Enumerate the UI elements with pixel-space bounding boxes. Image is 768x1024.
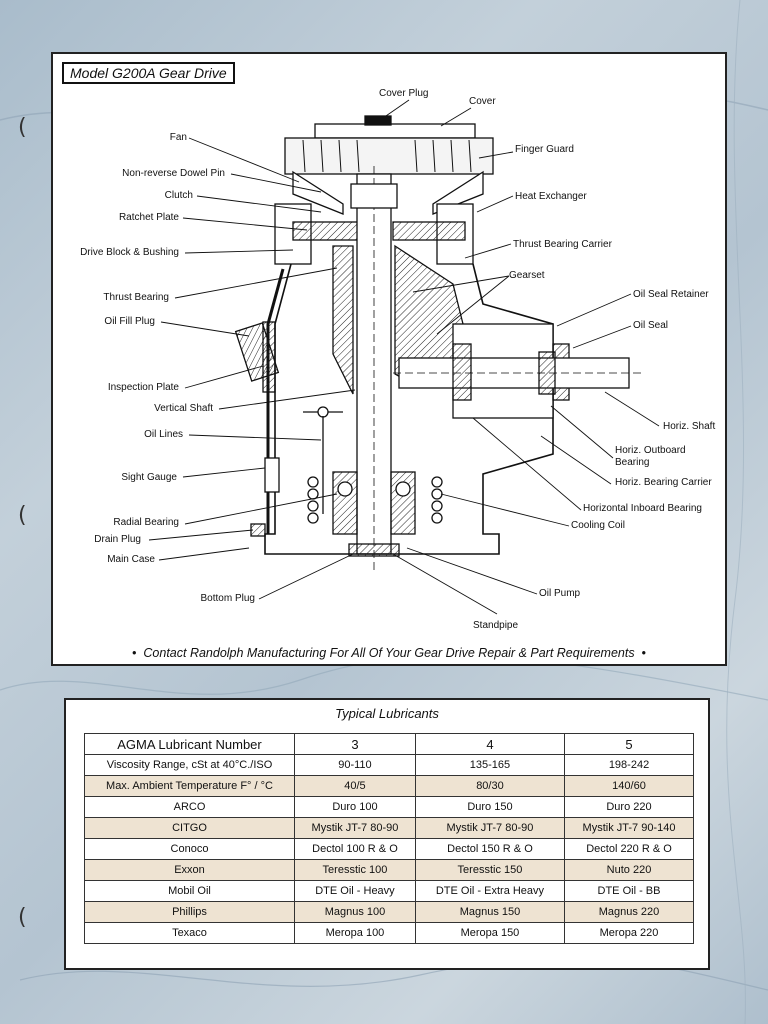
- contact-note: • Contact Randolph Manufacturing For All…: [53, 646, 725, 660]
- table-cell: Exxon: [84, 859, 295, 881]
- table-row: Exxon Teresstic 100 Teresstic 150 Nuto 2…: [84, 859, 694, 881]
- label-thrust-bearing: Thrust Bearing: [103, 292, 169, 303]
- bullet-right: •: [641, 646, 646, 660]
- table-cell: ARCO: [84, 796, 295, 818]
- header-cell: 5: [564, 733, 694, 755]
- table-cell: Duro 100: [294, 796, 416, 818]
- table-row: ARCO Duro 100 Duro 150 Duro 220: [84, 796, 694, 818]
- label-drain-plug: Drain Plug: [94, 534, 141, 545]
- label-cover: Cover: [469, 96, 496, 107]
- label-horizontal-inboard-bearing: Horizontal Inboard Bearing: [583, 503, 702, 514]
- table-cell: 80/30: [414, 775, 566, 797]
- table-cell: Mobil Oil: [84, 880, 295, 902]
- table-header-row: AGMA Lubricant Number 3 4 5: [84, 733, 694, 755]
- label-radial-bearing: Radial Bearing: [113, 517, 179, 528]
- table-cell: Phillips: [84, 901, 295, 923]
- table-cell: Mystik JT-7 90-140: [564, 817, 694, 839]
- table-cell: Teresstic 150: [414, 859, 566, 881]
- label-fan: Fan: [169, 132, 187, 143]
- table-row: Viscosity Range, cSt at 40°C./ISO 90-110…: [84, 754, 694, 776]
- table-cell: Teresstic 100: [294, 859, 416, 881]
- table-cell: Texaco: [84, 922, 295, 944]
- label-bottom-plug: Bottom Plug: [200, 593, 255, 604]
- label-oil-pump: Oil Pump: [539, 588, 581, 599]
- table-cell: Duro 220: [564, 796, 694, 818]
- lubricants-panel: Typical Lubricants AGMA Lubricant Number…: [64, 698, 710, 970]
- table-cell: Meropa 220: [564, 922, 694, 944]
- gear-drive-diagram-panel: Model G200A Gear Drive: [51, 52, 727, 666]
- table-cell: DTE Oil - Extra Heavy: [414, 880, 566, 902]
- label-oil-fill-plug: Oil Fill Plug: [104, 316, 155, 327]
- table-cell: Meropa 150: [414, 922, 566, 944]
- label-non-reverse-dowel-pin: Non-reverse Dowel Pin: [122, 168, 225, 179]
- table-cell: 135-165: [414, 754, 566, 776]
- table-row: Mobil Oil DTE Oil - Heavy DTE Oil - Extr…: [84, 880, 694, 902]
- label-horiz-bearing-carrier: Horiz. Bearing Carrier: [615, 477, 712, 488]
- table-cell: DTE Oil - BB: [564, 880, 694, 902]
- table-cell: Magnus 150: [414, 901, 566, 923]
- table-cell: 40/5: [294, 775, 416, 797]
- label-drive-block-bushing: Drive Block & Bushing: [80, 247, 179, 258]
- table-cell: Mystik JT-7 80-90: [414, 817, 566, 839]
- label-ratchet-plate: Ratchet Plate: [118, 212, 179, 223]
- table-cell: Viscosity Range, cSt at 40°C./ISO: [84, 754, 295, 776]
- table-cell: Dectol 220 R & O: [564, 838, 694, 860]
- table-cell: 140/60: [564, 775, 694, 797]
- label-cover-plug: Cover Plug: [379, 88, 429, 99]
- table-cell: Mystik JT-7 80-90: [294, 817, 416, 839]
- label-oil-seal-retainer: Oil Seal Retainer: [633, 289, 709, 300]
- binder-hole-3: (: [18, 905, 27, 930]
- label-main-case: Main Case: [107, 554, 155, 565]
- table-cell: 90-110: [294, 754, 416, 776]
- table-cell: Dectol 100 R & O: [294, 838, 416, 860]
- label-cooling-coil: Cooling Coil: [571, 520, 625, 531]
- header-cell: 3: [294, 733, 416, 755]
- label-gearset: Gearset: [509, 270, 545, 281]
- table-cell: Magnus 220: [564, 901, 694, 923]
- table-cell: 198-242: [564, 754, 694, 776]
- table-cell: Duro 150: [414, 796, 566, 818]
- label-sight-gauge: Sight Gauge: [121, 472, 177, 483]
- table-row: CITGO Mystik JT-7 80-90 Mystik JT-7 80-9…: [84, 817, 694, 839]
- table-row: Texaco Meropa 100 Meropa 150 Meropa 220: [84, 922, 694, 944]
- lubricants-table: AGMA Lubricant Number 3 4 5 Viscosity Ra…: [84, 733, 694, 944]
- table-cell: CITGO: [84, 817, 295, 839]
- diagram-title: Model G200A Gear Drive: [62, 62, 235, 84]
- label-inspection-plate: Inspection Plate: [107, 382, 179, 393]
- contact-note-text: Contact Randolph Manufacturing For All O…: [143, 646, 635, 660]
- bullet-left: •: [132, 646, 137, 660]
- table-row: Phillips Magnus 100 Magnus 150 Magnus 22…: [84, 901, 694, 923]
- lubricants-title: Typical Lubricants: [335, 706, 439, 721]
- table-row: Conoco Dectol 100 R & O Dectol 150 R & O…: [84, 838, 694, 860]
- label-horiz-outboard-bearing: Horiz. Outboard Bearing: [615, 445, 686, 468]
- table-cell: Meropa 100: [294, 922, 416, 944]
- header-cell: AGMA Lubricant Number: [84, 733, 295, 755]
- label-clutch: Clutch: [164, 190, 193, 201]
- header-cell: 4: [414, 733, 566, 755]
- label-vertical-shaft: Vertical Shaft: [154, 403, 213, 414]
- table-cell: Nuto 220: [564, 859, 694, 881]
- binder-hole-2: (: [18, 503, 27, 528]
- label-oil-seal: Oil Seal: [633, 320, 669, 331]
- table-cell: Dectol 150 R & O: [414, 838, 566, 860]
- label-horiz-shaft: Horiz. Shaft: [663, 421, 716, 432]
- gear-drive-cutaway-drawing: [148, 99, 660, 615]
- label-thrust-bearing-carrier: Thrust Bearing Carrier: [513, 239, 612, 250]
- label-finger-guard: Finger Guard: [515, 144, 574, 155]
- label-standpipe: Standpipe: [473, 620, 519, 631]
- table-row: Max. Ambient Temperature F° / °C 40/5 80…: [84, 775, 694, 797]
- table-cell: Max. Ambient Temperature F° / °C: [84, 775, 295, 797]
- table-cell: Magnus 100: [294, 901, 416, 923]
- label-oil-lines: Oil Lines: [144, 429, 183, 440]
- label-heat-exchanger: Heat Exchanger: [515, 191, 587, 202]
- table-cell: Conoco: [84, 838, 295, 860]
- binder-hole-1: (: [18, 115, 27, 140]
- table-cell: DTE Oil - Heavy: [294, 880, 416, 902]
